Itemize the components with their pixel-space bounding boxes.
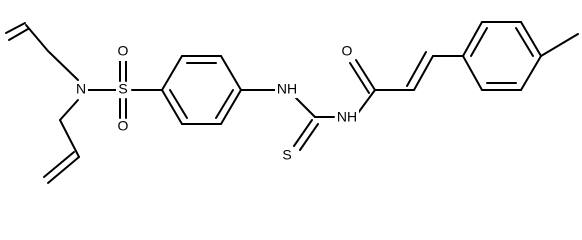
chemical-structure-diagram: N S O O NH NH S O (5, 21, 579, 184)
bond-ring2-c3-c4-inner (515, 27, 534, 57)
atom-sulfonyl-o-top: O (118, 43, 129, 59)
bond-ring1-c4-c5 (220, 89, 242, 125)
bond-allyl1-vinyl-ch2 (25, 24, 49, 52)
atom-thiourea-nh-right: NH (337, 109, 357, 125)
bond-thiourea-c-s-a (293, 119, 313, 147)
atom-thiourea-nh-left: NH (277, 81, 297, 97)
atom-thione-s: S (282, 147, 291, 163)
bond-nh-right-carbonyl-c (357, 89, 376, 114)
bond-ring2-c1-c2 (462, 21, 483, 57)
atom-sulfonyl-o-bottom: O (118, 118, 129, 134)
bond-allyl1-ch2-n (47, 50, 79, 81)
atom-carbonyl-o: O (342, 43, 353, 59)
bond-carbonyl-c-o-a (355, 59, 376, 91)
bond-ring1-c3-c4 (220, 55, 242, 91)
bond-nh-left-thiourea-c (295, 97, 316, 118)
bond-ring1-c4-c5-inner (215, 89, 234, 119)
atom-labels: N S O O NH NH S O (74, 43, 359, 163)
bond-thiourea-c-s-b (299, 123, 319, 151)
bond-ring2-c3-c4 (520, 21, 542, 57)
bond-ring2-methyl (540, 33, 579, 57)
bond-allyl1-terminal-double-b (8, 28, 29, 41)
bond-allyl1-terminal-double-a (5, 22, 26, 34)
bond-allyl2-ch2-vinyl (59, 119, 80, 158)
bond-alpha-beta-double-b (406, 51, 427, 87)
bond-ring1-c1-c2 (161, 55, 183, 91)
bond-allyl2-vinyl-terminal-double-b (43, 151, 75, 178)
bonds (5, 21, 579, 184)
bond-ring2-c4-c5 (520, 55, 542, 91)
bond-n-allyl2-ch2 (59, 99, 79, 121)
bond-ring1-c6-c1-inner (169, 89, 188, 119)
molecule-drawing: N S O O NH NH S O (5, 21, 579, 184)
bond-allyl2-vinyl-terminal-double-a (47, 156, 80, 184)
bond-alpha-beta-double-a (413, 55, 434, 91)
bond-ring1-c6-c1 (161, 89, 183, 125)
bond-carbonyl-c-o-b (349, 62, 370, 94)
bond-ring2-c1-c2-inner (470, 27, 488, 57)
atom-sulfonamide-n: N (76, 81, 86, 97)
atom-sulfonyl-s: S (118, 81, 127, 97)
bond-ring2-c6-c1 (462, 55, 483, 91)
